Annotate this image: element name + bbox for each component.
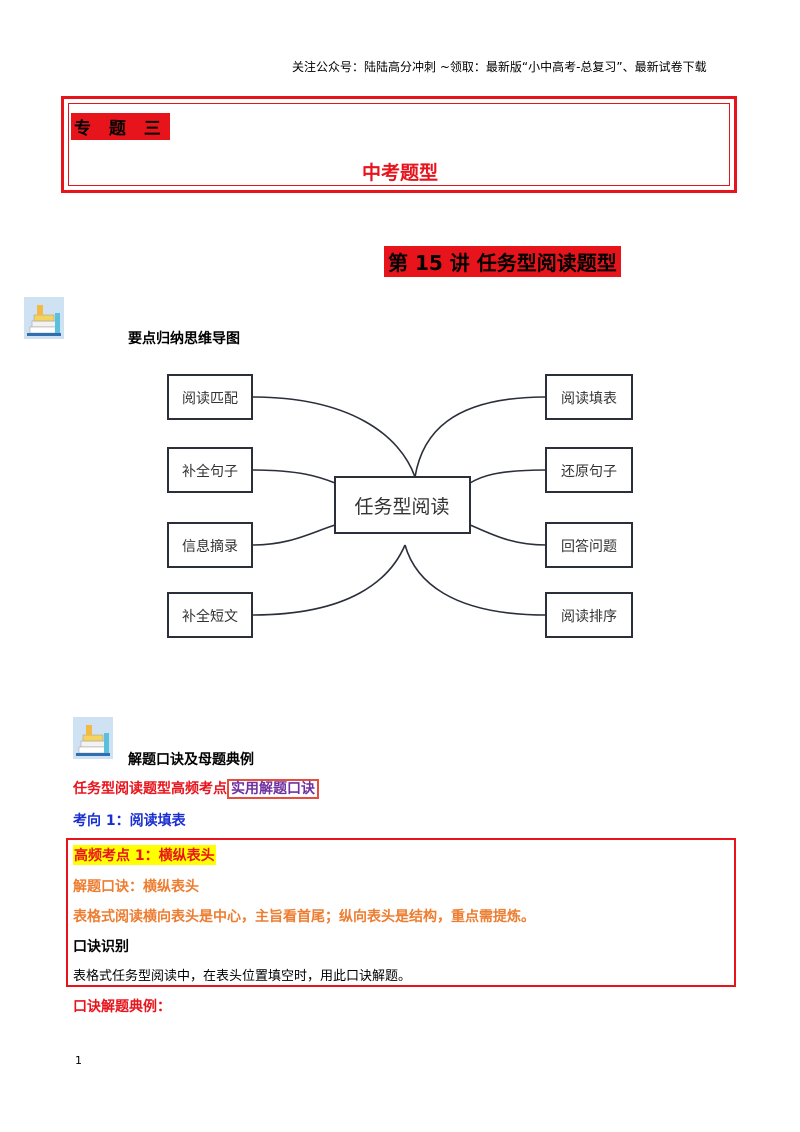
node-left-1: 阅读匹配 [182,390,238,407]
section-heading-mindmap: 要点归纳思维导图 [128,331,240,347]
high-frequency-text: 任务型阅读题型高频考点 [73,781,227,797]
mind-map: 任务型阅读 阅读匹配 补全句子 信息摘录 补全短文 阅读填表 还原句子 回答问题… [167,374,633,638]
node-right-4: 阅读排序 [561,608,617,625]
node-left-4: 补全短文 [182,608,238,625]
books-icon [24,297,64,339]
topic-label: 专 题 三 [71,113,170,140]
section-heading-tips: 解题口诀及母题典例 [128,752,254,768]
formula-label: 解题口诀：横纵表头 [73,879,199,895]
identify-text: 表格式任务型阅读中，在表头位置填空时，用此口诀解题。 [73,969,412,984]
node-left-2: 补全句子 [182,463,238,480]
page-number: 1 [75,1054,82,1067]
key-point-title: 高频考点 1：横纵表头 [73,845,216,865]
high-frequency-heading: 任务型阅读题型高频考点实用解题口诀 [73,778,319,799]
formula-text: 表格式阅读横向表头是中心，主旨看首尾；纵向表头是结构，重点需提炼。 [73,909,535,925]
example-heading: 口诀解题典例： [73,999,171,1015]
center-node: 任务型阅读 [354,496,449,518]
practical-tips-box: 实用解题口诀 [227,779,319,799]
header-note: 关注公众号：陆陆高分冲刺 ~领取：最新版“小中高考-总复习”、最新试卷下载 [292,60,707,74]
center-node-box [334,476,471,534]
node-right-1: 阅读填表 [561,390,617,407]
node-right-2: 还原句子 [561,464,617,480]
identify-heading: 口诀识别 [73,939,129,955]
topic-banner [61,96,737,193]
node-left-3: 信息摘录 [182,538,238,555]
banner-title: 中考题型 [362,162,439,184]
books-icon [73,717,113,759]
key-point-box [66,838,736,987]
node-right-3: 回答问题 [561,538,617,555]
lecture-title: 第 15 讲 任务型阅读题型 [384,246,621,277]
direction-heading: 考向 1：阅读填表 [73,813,186,829]
